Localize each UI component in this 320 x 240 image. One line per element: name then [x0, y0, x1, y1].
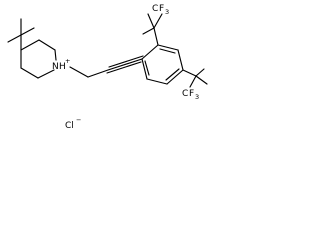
nitrogen-symbol: N — [52, 62, 59, 72]
bond — [144, 60, 150, 76]
trifluoromethyl-group-bottom: C F 3 — [182, 68, 208, 101]
bond — [20, 27, 35, 36]
bond — [69, 66, 89, 78]
bond — [108, 55, 144, 68]
bond — [87, 69, 109, 78]
nitrogen-charge: + — [65, 57, 70, 65]
bond — [107, 58, 143, 71]
chloride-symbol: Cl — [65, 121, 74, 131]
chloride-charge: − — [76, 116, 81, 124]
ammonium-nitrogen-label: N H + — [52, 57, 70, 72]
bond — [54, 49, 57, 61]
bond — [142, 27, 155, 35]
benzene-ring — [141, 44, 184, 85]
cf3-fluorine-symbol: F — [159, 4, 164, 14]
bond — [7, 34, 22, 43]
bond — [20, 39, 40, 51]
chloride-counter-ion: Cl − — [65, 116, 81, 131]
trifluoromethyl-group-top: C F 3 — [142, 4, 169, 46]
propargyl-linker — [69, 55, 144, 78]
bond — [147, 13, 155, 29]
bond — [141, 58, 148, 80]
bond — [153, 27, 159, 46]
cf3-carbon-symbol: C — [182, 89, 188, 99]
bond — [38, 39, 56, 51]
tert-butyl-group — [7, 18, 35, 51]
bond — [146, 78, 168, 85]
bond — [195, 68, 205, 77]
bond — [182, 69, 197, 77]
piperidinium-ring — [20, 39, 57, 79]
bond — [195, 75, 208, 85]
bond — [189, 75, 197, 88]
bond — [153, 13, 163, 29]
bond — [106, 61, 142, 74]
bond — [20, 67, 39, 79]
cf3-fluorine-symbol: F — [189, 89, 194, 99]
bond — [141, 44, 159, 60]
structural-formula: N H + C F 3 C F — [7, 4, 208, 131]
bond — [159, 48, 176, 54]
bond — [37, 69, 55, 79]
nitrogen-hydrogen: H — [59, 62, 66, 72]
bond — [177, 49, 184, 71]
cf3-carbon-symbol: C — [152, 4, 158, 14]
bond — [166, 69, 184, 85]
bond — [165, 68, 180, 81]
bond — [157, 44, 179, 51]
cf3-count: 3 — [165, 8, 169, 16]
cf3-count: 3 — [195, 93, 199, 101]
